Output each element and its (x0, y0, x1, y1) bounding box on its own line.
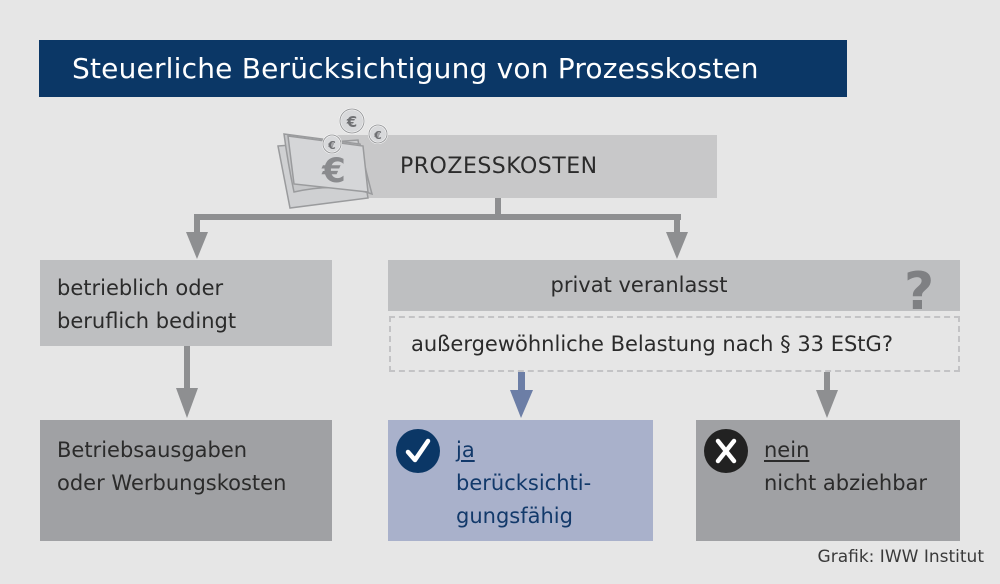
page-title: Steuerliche Berücksichtigung von Prozess… (39, 40, 847, 97)
svg-text:€: € (327, 139, 336, 152)
question-label: außergewöhnliche Belastung nach § 33 ESt… (411, 332, 893, 356)
question-extraordinary-burden: außergewöhnliche Belastung nach § 33 ESt… (389, 316, 960, 372)
result-business-expenses: Betriebsausgaben oder Werbungskosten (40, 420, 332, 541)
result-yes-line: berücksichti- (456, 471, 592, 495)
prozesskosten-node (330, 135, 717, 198)
result-yes-line: gungsfähig (456, 504, 573, 528)
condition-private-label: privat veranlasst (550, 273, 728, 297)
prozesskosten-label: PROZESSKOSTEN (400, 154, 598, 179)
condition-private: privat veranlasst (388, 260, 960, 311)
result-no-line: nicht abziehbar (764, 471, 928, 495)
condition-business: betrieblich oder beruflich bedingt (40, 260, 332, 346)
svg-text:€: € (346, 113, 357, 131)
result-no-head: nein (764, 438, 810, 462)
result-no: nein nicht abziehbar (696, 420, 960, 541)
result-yes-head: ja (456, 438, 475, 462)
condition-business-line: betrieblich oder (57, 276, 224, 300)
result-business-line: Betriebsausgaben (57, 438, 248, 462)
credit-text: Grafik: IWW Institut (817, 547, 984, 567)
check-icon (396, 429, 440, 473)
result-business-line: oder Werbungskosten (57, 471, 287, 495)
svg-text:€: € (373, 129, 382, 142)
result-yes: ja berücksichti- gungsfähig (388, 420, 653, 541)
svg-text:€: € (321, 151, 346, 191)
cross-icon (704, 429, 748, 473)
question-mark-icon: ? (904, 262, 935, 322)
condition-business-line: beruflich bedingt (57, 309, 237, 333)
money-euro-icon: € € € € (277, 108, 388, 209)
